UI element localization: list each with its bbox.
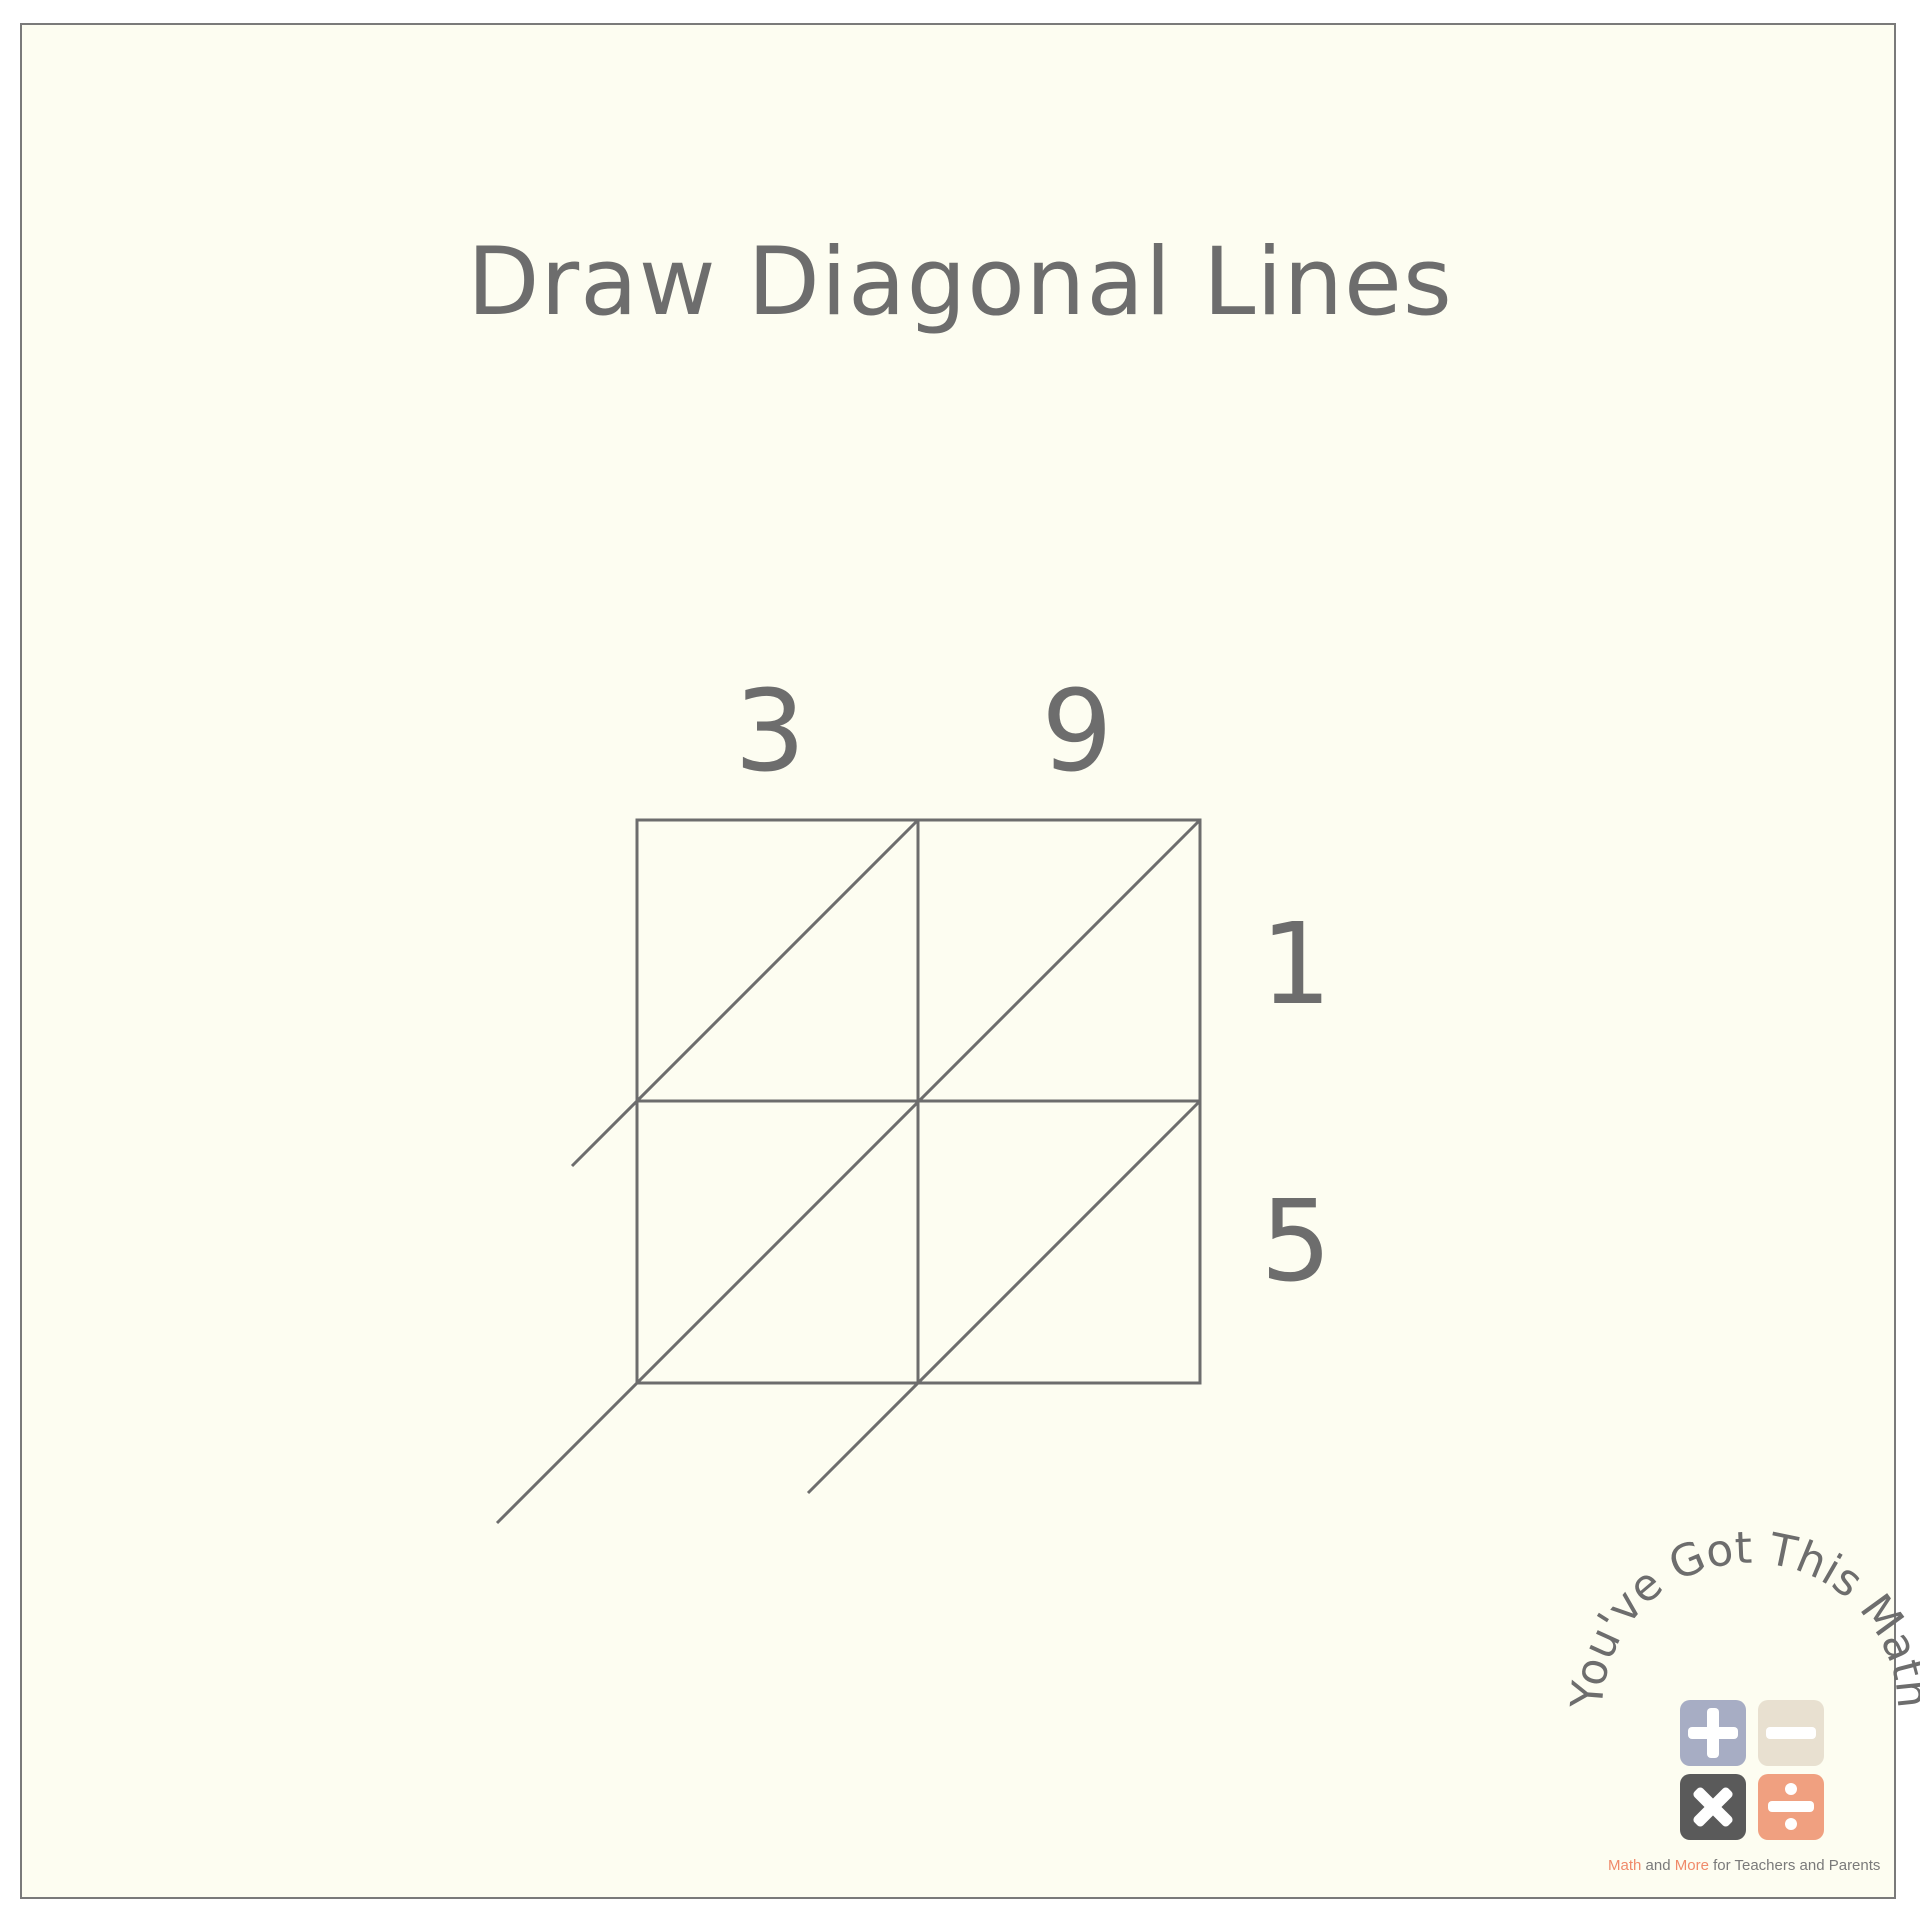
plus-icon (1680, 1700, 1746, 1766)
multiplicand-digit-1: 3 (734, 667, 805, 797)
minus-icon (1758, 1700, 1824, 1766)
logo-tagline: Math and More for Teachers and Parents (1608, 1857, 1880, 1874)
diagonal-line-1 (570, 818, 920, 1168)
multiplier-digit-1: 1 (1260, 900, 1331, 1030)
multiplicand-digit-2: 9 (1041, 667, 1112, 797)
diagonal-line-2 (495, 818, 1202, 1525)
multiplier-digit-2: 5 (1260, 1177, 1331, 1307)
brand-logo: You've Got This Math Math and More for T (1562, 1523, 1920, 1874)
times-icon (1680, 1774, 1746, 1840)
diagonal-line-3 (806, 1099, 1202, 1495)
page-frame (20, 23, 1896, 1899)
logo-arc-text: You've Got This Math (1562, 1523, 1920, 1711)
page-title: Draw Diagonal Lines (467, 228, 1453, 337)
divide-icon (1758, 1774, 1824, 1840)
